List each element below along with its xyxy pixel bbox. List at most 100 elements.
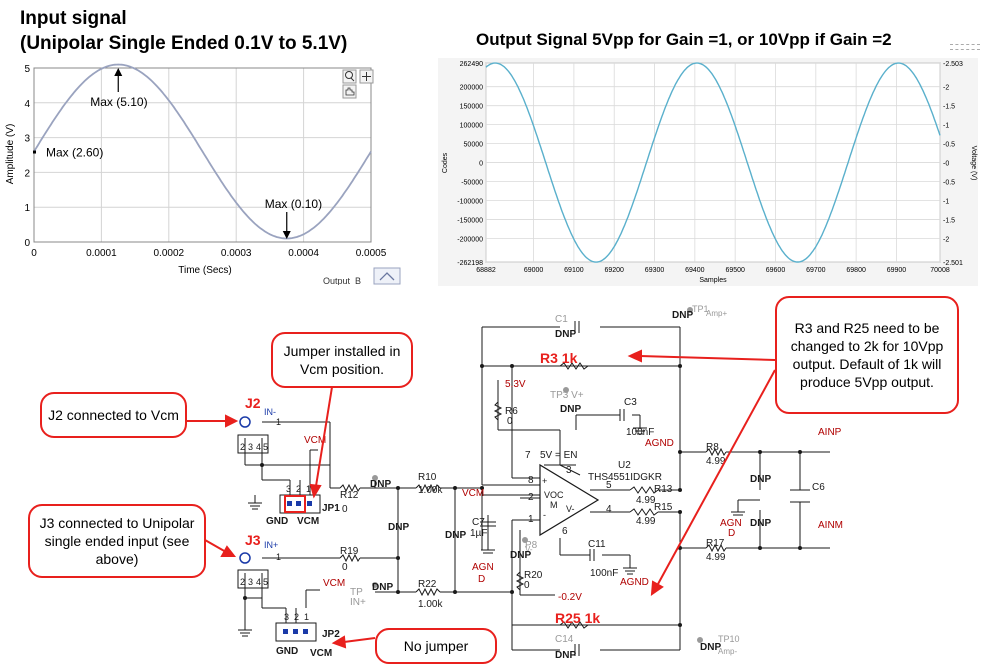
input-y-tick-label: 4 [24, 99, 30, 110]
label-neg02v: -0.2V [558, 592, 582, 603]
output-left-tick-label: 0 [479, 161, 483, 168]
input-y-tick-label: 5 [24, 64, 30, 75]
svg-text:AGN: AGN [720, 518, 742, 529]
input-x-tick-label: 0.0005 [356, 248, 387, 259]
output-right-tick-label: -1 [943, 123, 949, 130]
label-jp1-vcm: VCM [297, 516, 319, 527]
output-x-tick-label: 69900 [887, 267, 907, 274]
input-y-tick-label: 3 [24, 134, 30, 145]
svg-text:DNP: DNP [750, 518, 771, 529]
schematic-wires [238, 321, 830, 656]
label-part-number: THS4551IDGKR [588, 472, 662, 483]
svg-text:1.00k: 1.00k [418, 485, 443, 496]
svg-text:1: 1 [528, 514, 534, 525]
j3-connector-icon [239, 552, 251, 564]
label-jp1-gnd: GND [266, 516, 288, 527]
input-x-label: Time (Secs) [178, 265, 232, 276]
svg-text:Amp-: Amp- [718, 647, 737, 656]
svg-text:6: 6 [562, 526, 568, 537]
label-r13-val: 4.99 [636, 495, 656, 506]
svg-text:5: 5 [263, 442, 268, 452]
resistor-r25 [559, 621, 589, 629]
svg-text:4: 4 [256, 442, 261, 452]
output-x-tick-label: 69700 [806, 267, 826, 274]
input-title-line2: (Unipolar Single Ended 0.1V to 5.1V) [20, 33, 348, 54]
svg-text:1.00k: 1.00k [418, 599, 443, 610]
resistor-r19 [339, 553, 361, 563]
svg-text:1: 1 [304, 612, 309, 622]
output-right-ticks: -2.503-2-1.5-1-0.5-0-0.5-1-1.5-2-2.501 [943, 61, 963, 267]
label-ainm: AINM [818, 520, 843, 531]
svg-text:4.99: 4.99 [636, 516, 656, 527]
resistor-r6 [493, 401, 503, 421]
output-x-tick-label: 69500 [725, 267, 745, 274]
svg-text:2: 2 [296, 484, 301, 494]
label-r22: R22 [418, 579, 437, 590]
output-left-tick-label: -150000 [457, 217, 483, 224]
label-tp10: TP10 [718, 634, 740, 644]
svg-text:3: 3 [248, 442, 253, 452]
svg-text:0: 0 [342, 504, 348, 515]
svg-text:IN+: IN+ [350, 597, 366, 608]
label-r20: R20 [524, 570, 543, 581]
output-right-tick-label: -0.5 [943, 142, 955, 149]
label-vcm-top: VCM [304, 435, 326, 446]
junction-dots [243, 364, 802, 627]
window-resize-grip [950, 44, 980, 50]
svg-text:Amp+: Amp+ [706, 309, 727, 318]
label-jp2-vcm: VCM [310, 648, 332, 659]
svg-text:0: 0 [507, 416, 513, 427]
label-jp2: JP2 [322, 629, 340, 640]
resistor-r13 [629, 486, 659, 494]
label-enable: 5V = EN [540, 450, 578, 461]
svg-text:DNP: DNP [560, 404, 581, 415]
resistor-r17 [705, 543, 727, 553]
svg-text:DNP: DNP [750, 474, 771, 485]
svg-text:8: 8 [528, 475, 534, 486]
label-vcm-node: VCM [462, 488, 484, 499]
output-right-tick-label: -2 [943, 236, 949, 243]
resistor-r15 [629, 508, 659, 516]
output-x-axis-label: Samples [699, 277, 727, 284]
label-j3-in: IN+ [264, 540, 278, 550]
resistor-r20 [515, 571, 525, 591]
output-left-tick-label: -100000 [457, 198, 483, 205]
output-left-tick-label: -50000 [461, 180, 483, 187]
resistor-r12 [339, 483, 361, 493]
label-jp2-gnd: GND [276, 646, 298, 657]
legend-scroll-button[interactable] [373, 267, 401, 285]
output-grid [485, 62, 941, 263]
svg-text:DNP: DNP [555, 650, 576, 661]
label-tp1: TP1 [692, 304, 709, 314]
svg-text:5: 5 [606, 480, 612, 491]
output-signal-chart: 262490200000150000100000500000-50000-100… [438, 58, 978, 286]
svg-text:2: 2 [294, 612, 299, 622]
output-x-tick-label: 69400 [685, 267, 705, 274]
annotation-max-510: Max (5.10) [90, 95, 147, 109]
zoom-tool-icons[interactable] [342, 69, 374, 99]
output-signal-series [485, 62, 941, 263]
circuit-schematic: J2 IN- 1 J3 IN+ 1 2 3 4 5 2 3 4 5 3 2 1 … [187, 304, 843, 661]
label-r3: R3 1k [540, 350, 578, 366]
callout-j2: J2 connected to Vcm [40, 392, 187, 438]
output-x-tick-label: 69600 [766, 267, 786, 274]
output-right-tick-label: -2 [943, 85, 949, 92]
svg-text:V-: V- [566, 504, 575, 514]
label-tp3: TP3 V+ [550, 390, 584, 401]
svg-text:4.99: 4.99 [706, 456, 726, 467]
jp1-jumper-highlight [284, 495, 306, 513]
label-u2: U2 [618, 460, 631, 471]
output-right-tick-label: -2.503 [943, 61, 963, 68]
svg-text:1: 1 [276, 417, 281, 427]
input-y-tick-label: 2 [24, 168, 30, 179]
callout-jp2: No jumper [375, 628, 497, 664]
connectors [237, 416, 321, 642]
label-r12: R12 [340, 490, 359, 501]
output-left-tick-label: 50000 [464, 142, 484, 149]
svg-text:4: 4 [256, 577, 261, 587]
test-points [372, 307, 703, 643]
input-x-tick-label: 0.0003 [221, 248, 252, 259]
resistors [339, 362, 727, 629]
